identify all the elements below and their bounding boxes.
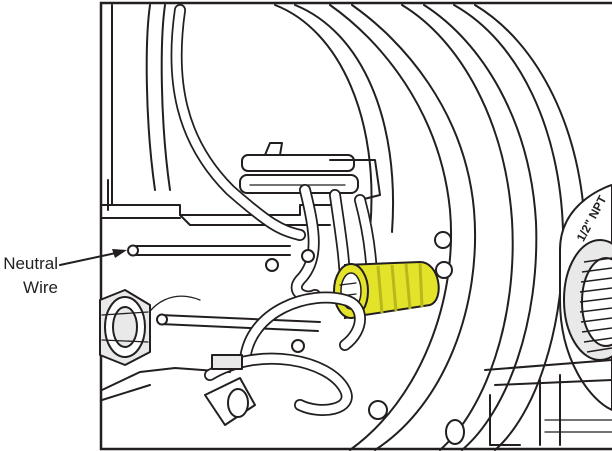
conduit-port: 1/2" NPT — [559, 184, 612, 411]
lower-rod — [156, 291, 366, 416]
housing-back — [101, 4, 331, 401]
mounting-tab — [445, 359, 612, 446]
neutral-wire-callout: Neutral Wire — [3, 249, 127, 297]
callout-label-line2: Wire — [23, 278, 58, 297]
enclosure-ring — [145, 4, 586, 451]
wire-clamp — [239, 142, 381, 201]
cable-gland — [99, 289, 151, 366]
bottom-components — [204, 231, 453, 426]
callout-label-line1: Neutral — [3, 254, 58, 273]
neutral-wire-rod — [127, 244, 315, 272]
diagram-frame — [99, 1, 612, 451]
